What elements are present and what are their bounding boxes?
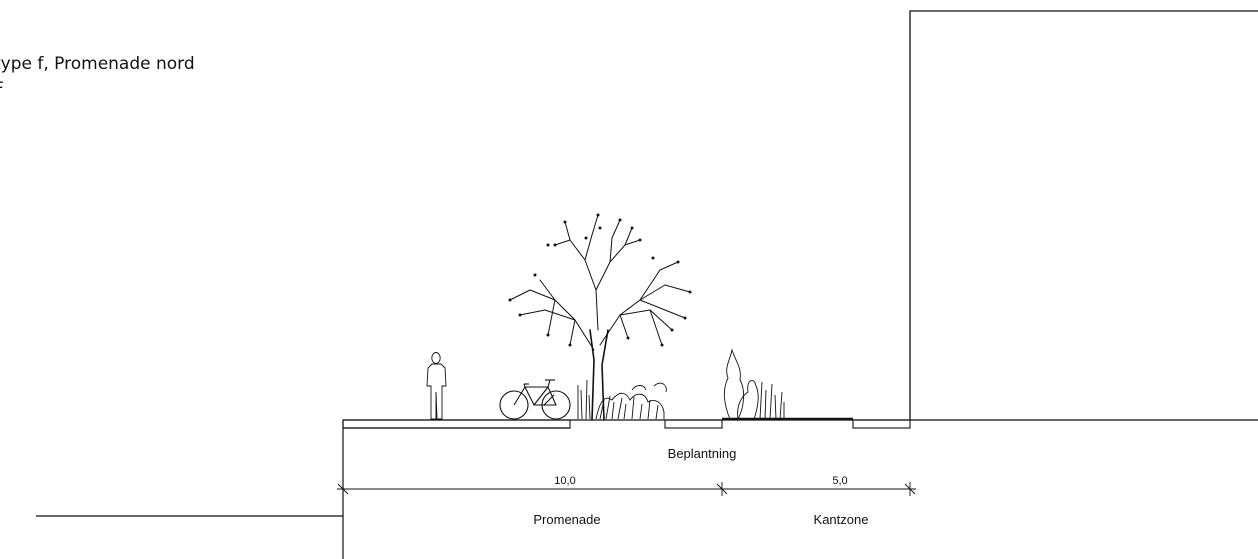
- paving-left: [342, 419, 571, 429]
- zone-label-kantzone: Kantzone: [814, 512, 869, 527]
- planter-box-middle: [664, 419, 723, 429]
- planter-strips: [342, 417, 911, 429]
- planting-shrubs: [577, 348, 785, 420]
- tree-buds: [508, 213, 692, 347]
- tree-figure: [508, 213, 692, 421]
- dimension-tick: [904, 482, 916, 496]
- planting-label: Beplantning: [668, 446, 737, 461]
- bicycle-figure: [499, 379, 571, 420]
- dimension-value-kantzone: 5,0: [832, 475, 847, 487]
- dimension-line: [337, 482, 916, 496]
- building-outline: [909, 10, 1258, 420]
- planter-box-right: [852, 419, 911, 429]
- person-figure: [426, 352, 447, 420]
- drawing-title: type f, Promenade nord: [0, 54, 195, 74]
- dimension-tick: [337, 482, 349, 496]
- drawing-subtitle: F: [0, 81, 4, 98]
- zone-label-promenade: Promenade: [533, 512, 600, 527]
- ground-lines: [36, 419, 1258, 559]
- dimension-value-promenade: 10,0: [554, 475, 575, 487]
- dimension-tick: [716, 482, 728, 496]
